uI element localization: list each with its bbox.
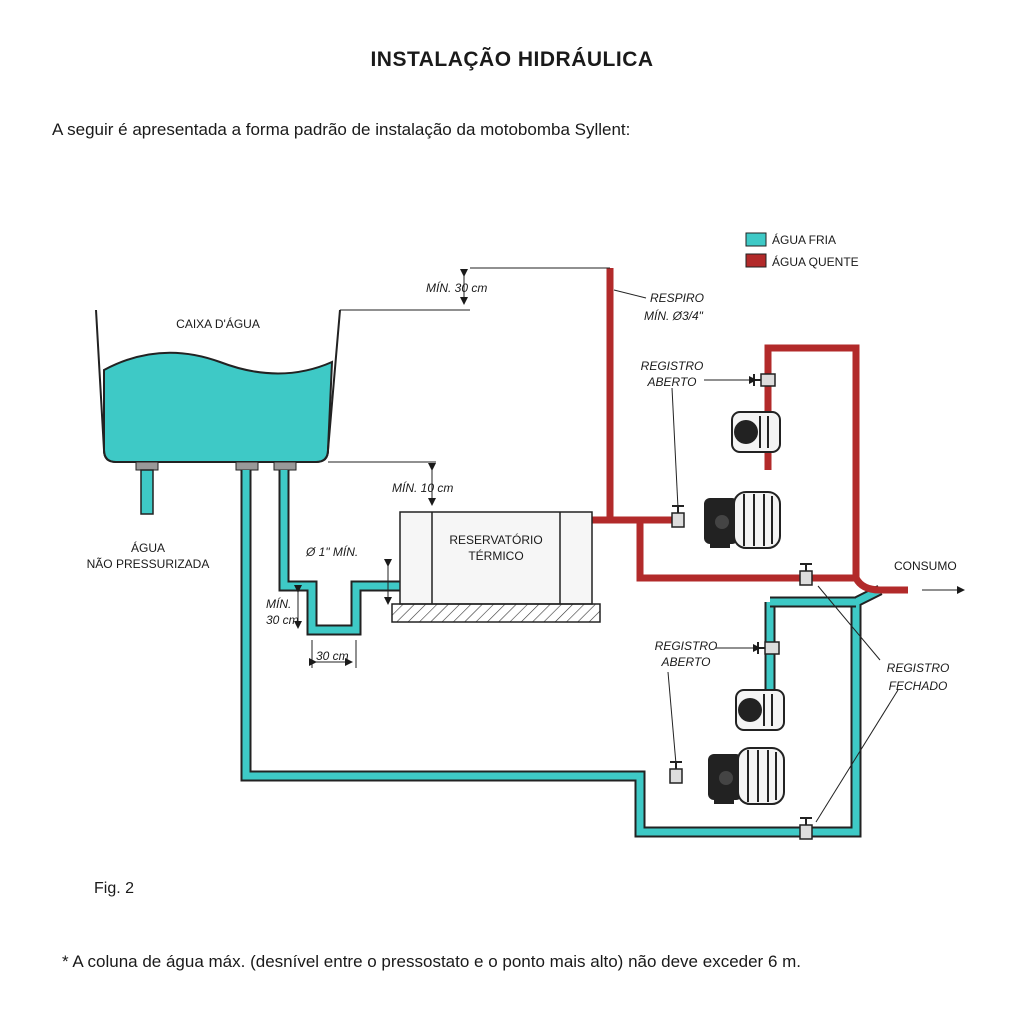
footnote: * A coluna de água máx. (desnível entre … xyxy=(62,952,802,971)
legend: ÁGUA FRIA ÁGUA QUENTE xyxy=(745,232,859,269)
min10-label: MÍN. 10 cm xyxy=(392,480,453,495)
hot-valve-inlet xyxy=(671,505,685,528)
respiro-label-1: RESPIRO xyxy=(650,291,704,305)
cm30-bottom-label: 30 cm xyxy=(316,649,349,663)
cold-valve-top xyxy=(757,641,780,655)
hot-pump xyxy=(703,491,781,549)
registro-fechado-1: REGISTRO xyxy=(887,661,950,675)
respiro-label-2: MÍN. Ø3/4" xyxy=(644,308,704,323)
intro-text: A seguir é apresentada a forma padrão de… xyxy=(52,120,631,139)
legend-hot-label: ÁGUA QUENTE xyxy=(772,254,859,269)
min30-left-label-2: 30 cm xyxy=(266,613,299,627)
diameter-label: Ø 1" MÍN. xyxy=(305,544,358,559)
registro-fechado-2: FECHADO xyxy=(889,679,948,693)
min30-top-label: MÍN. 30 cm xyxy=(426,280,487,295)
cold-valve-closed xyxy=(799,817,813,840)
legend-hot-swatch xyxy=(745,253,767,268)
registro-aberto-top-1: REGISTRO xyxy=(641,359,704,373)
reservoir-label-1: RESERVATÓRIO xyxy=(449,532,542,547)
min30-left-label-1: MÍN. xyxy=(266,596,291,611)
non-pressurized-label-1: ÁGUA xyxy=(131,540,165,555)
non-pressurized-label-2: NÃO PRESSURIZADA xyxy=(87,557,210,571)
hot-valve-closed xyxy=(799,563,813,586)
cold-pressostat xyxy=(735,689,785,731)
non-pressurized-pipe xyxy=(140,469,154,515)
registro-aberto-bottom-1: REGISTRO xyxy=(655,639,718,653)
cold-valve-inlet xyxy=(669,761,683,784)
legend-cold-label: ÁGUA FRIA xyxy=(772,232,836,247)
reservoir-label-2: TÉRMICO xyxy=(468,548,523,563)
figure-label: Fig. 2 xyxy=(94,880,135,897)
registro-aberto-bottom-2: ABERTO xyxy=(661,655,711,669)
callout-lines xyxy=(613,289,899,823)
thermal-reservoir: RESERVATÓRIO TÉRMICO xyxy=(391,511,601,623)
water-tank: CAIXA D'ÁGUA xyxy=(95,309,341,471)
cold-pump xyxy=(707,747,785,805)
registro-aberto-top-2: ABERTO xyxy=(647,375,697,389)
consumo-label: CONSUMO xyxy=(894,559,957,573)
page-title: INSTALAÇÃO HIDRÁULICA xyxy=(370,48,654,71)
hot-pressostat xyxy=(731,411,781,453)
tank-label: CAIXA D'ÁGUA xyxy=(176,316,260,331)
dimension-lines xyxy=(294,267,965,668)
hot-water-pipes xyxy=(592,268,908,594)
hot-valve-top xyxy=(753,373,776,387)
cold-water-pipes xyxy=(240,470,883,838)
legend-cold-swatch xyxy=(745,232,767,247)
